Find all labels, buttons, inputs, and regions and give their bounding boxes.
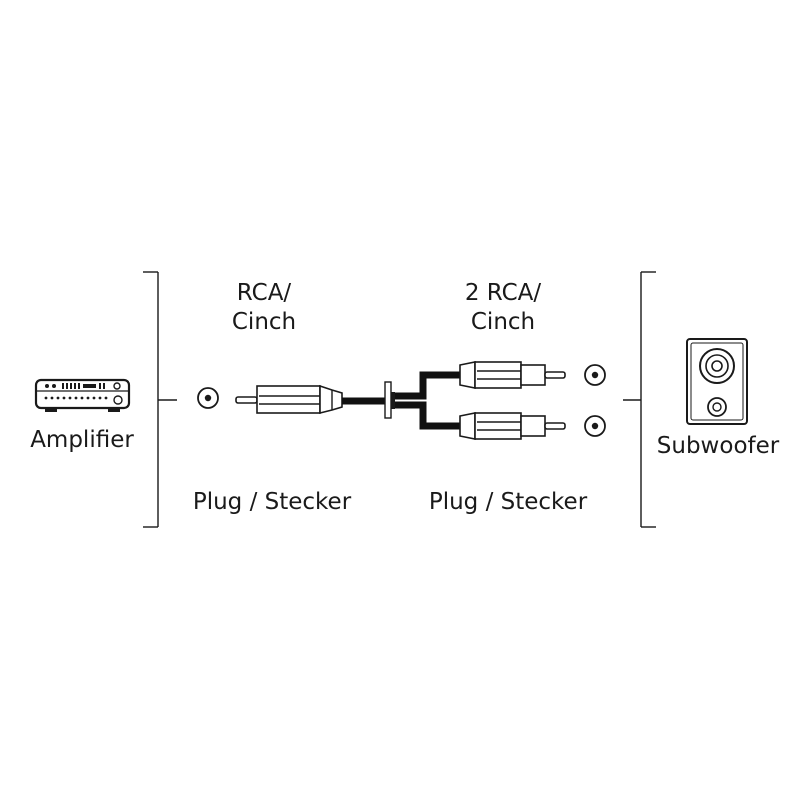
right-connector-type-line2: Cinch bbox=[471, 309, 535, 335]
amplifier-icon bbox=[34, 378, 131, 412]
left-connector-type-line1: RCA/ bbox=[237, 280, 292, 306]
amplifier-label: Amplifier bbox=[30, 427, 134, 453]
right-device-bracket bbox=[623, 271, 656, 528]
left-connector-type-line2: Cinch bbox=[232, 309, 296, 335]
right-connector-type-line1: 2 RCA/ bbox=[465, 280, 542, 306]
subwoofer-input-jack-2 bbox=[584, 415, 606, 437]
subwoofer-speaker-icon bbox=[686, 338, 748, 425]
single-rca-plug bbox=[235, 384, 343, 415]
rca-plug-lower bbox=[459, 412, 566, 440]
amplifier-output-jack bbox=[197, 387, 219, 409]
subwoofer-input-jack-1 bbox=[584, 364, 606, 386]
splitter-cable bbox=[342, 371, 460, 430]
left-device-bracket bbox=[143, 271, 177, 528]
right-connector-gender: Plug / Stecker bbox=[429, 489, 588, 515]
subwoofer-label: Subwoofer bbox=[657, 433, 780, 459]
left-connector-gender: Plug / Stecker bbox=[193, 489, 352, 515]
rca-plug-upper bbox=[459, 361, 566, 389]
